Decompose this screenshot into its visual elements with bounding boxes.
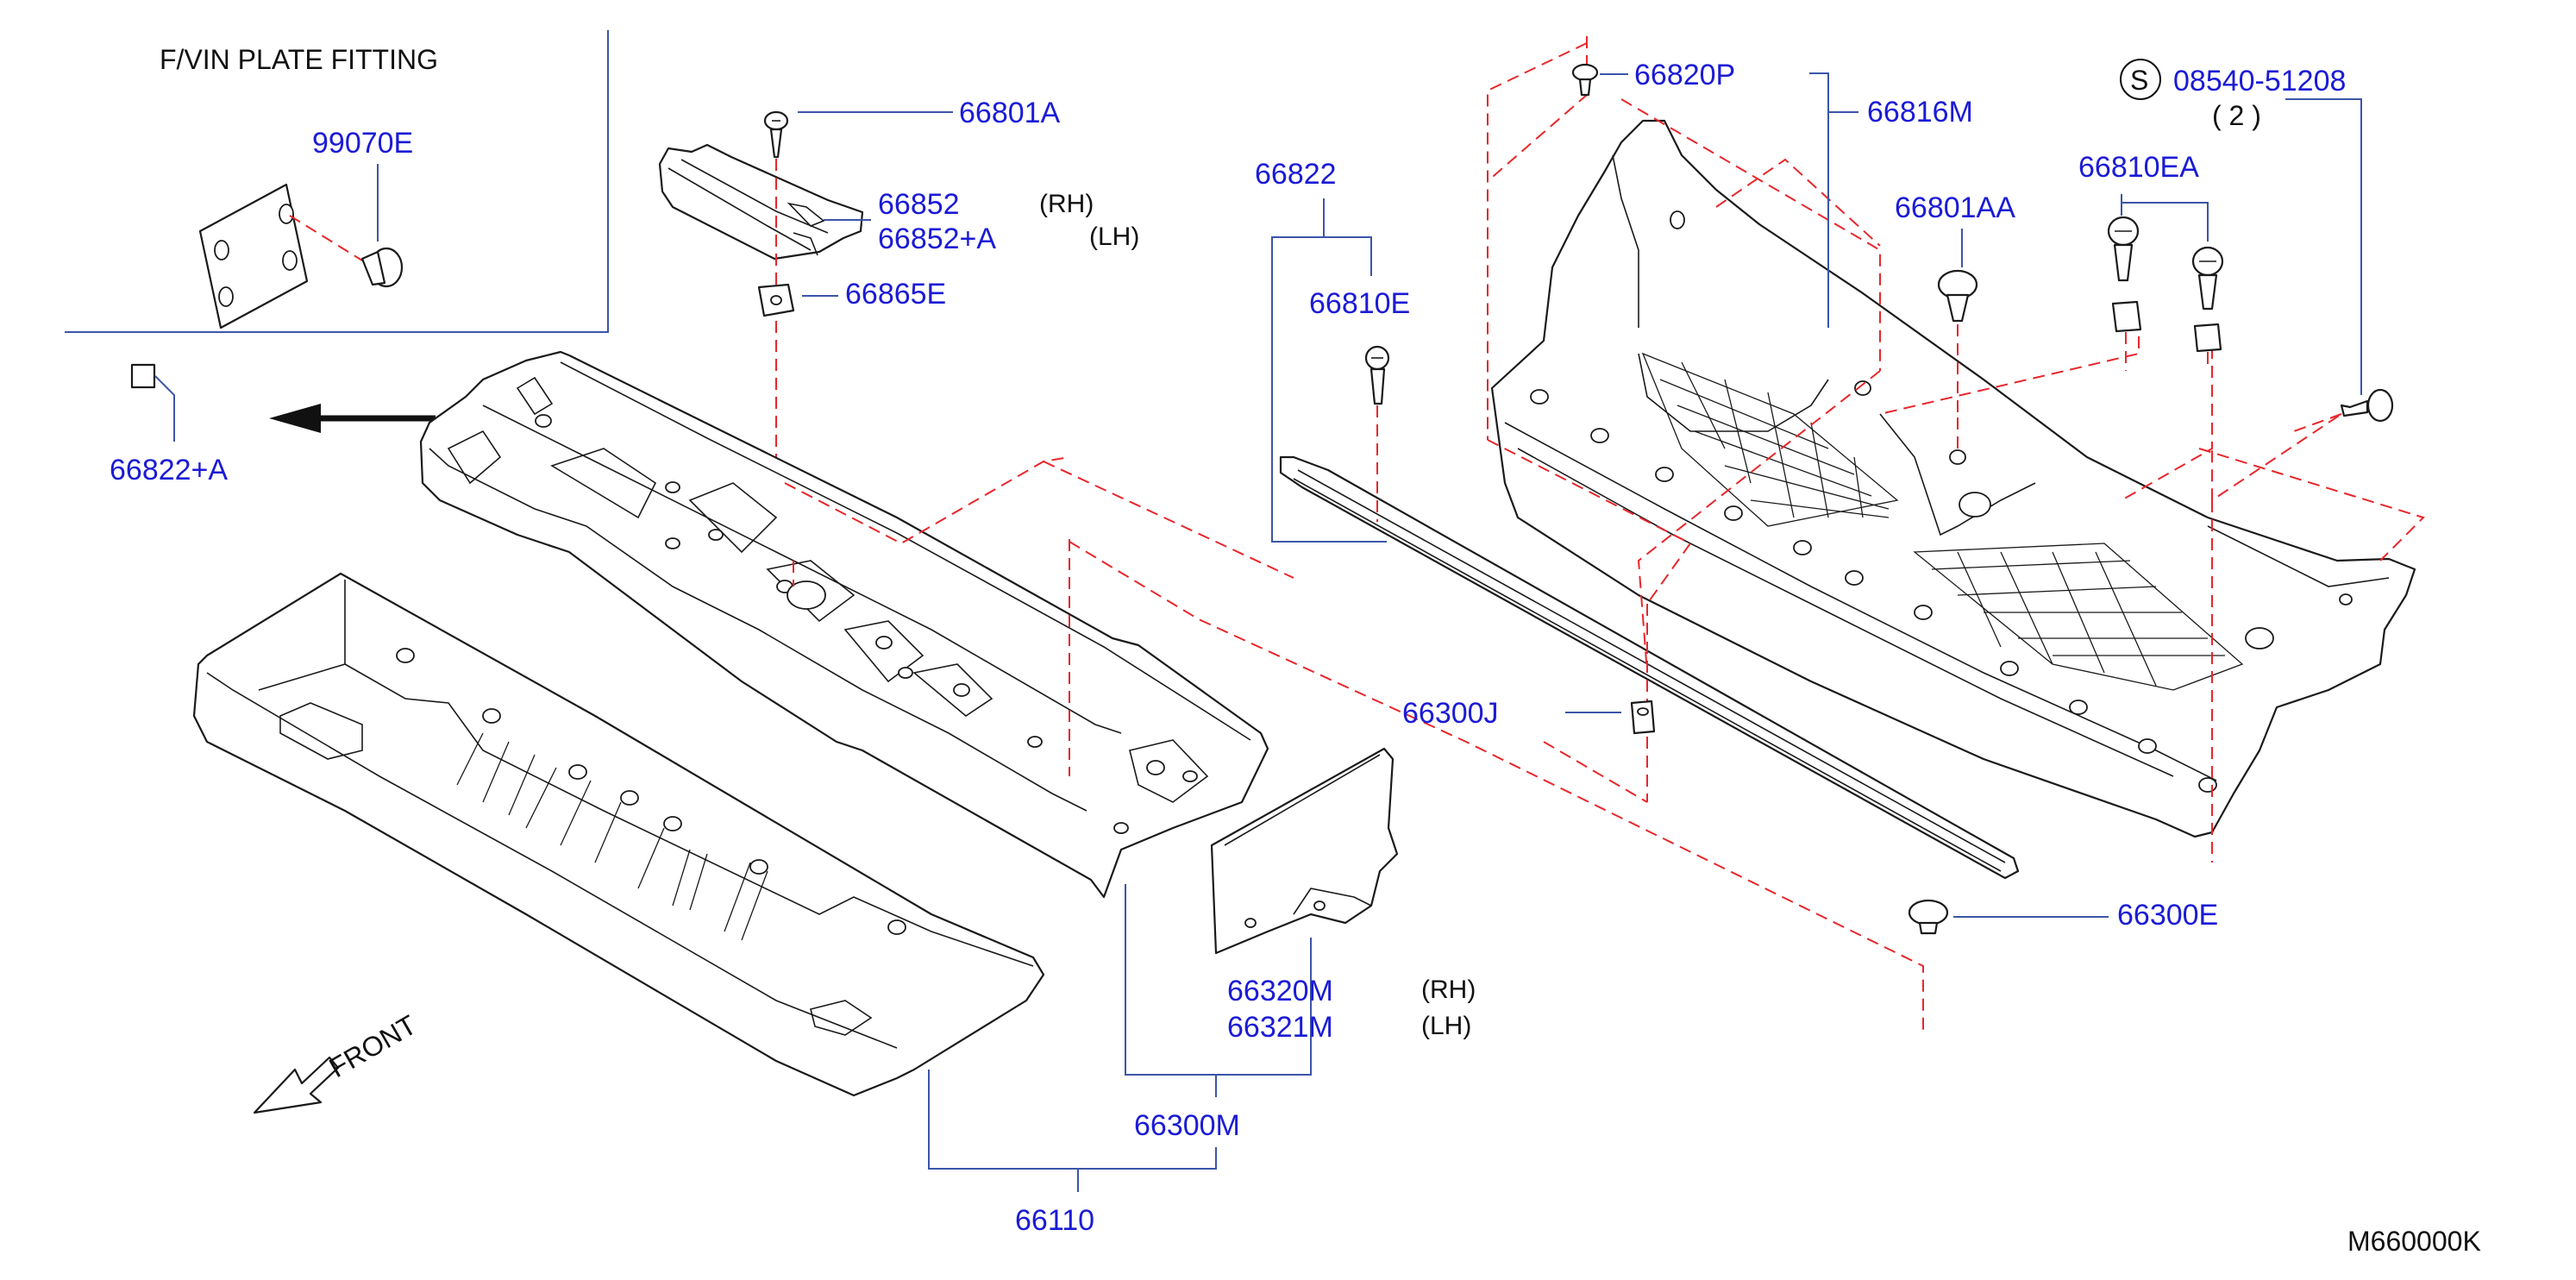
- bolt-08540-icon: [2340, 388, 2394, 423]
- callout-66300M[interactable]: 66300M: [1134, 1109, 1240, 1142]
- screw-66810EA-left-icon: [2107, 216, 2140, 282]
- symbol-s-group: S: [2120, 59, 2161, 100]
- screw-66810EA-right-icon: [2191, 246, 2224, 311]
- callout-66300E[interactable]: 66300E: [2117, 899, 2218, 932]
- clip-66810EA-right-icon: [2193, 323, 2222, 353]
- quantity-08540: ( 2 ): [2212, 100, 2261, 131]
- vin-plate-inset: F/VIN PLATE FITTING 99070E: [65, 30, 609, 333]
- callout-66110[interactable]: 66110: [1015, 1204, 1094, 1237]
- callout-99070E[interactable]: 99070E: [312, 127, 413, 160]
- callout-66801AA[interactable]: 66801AA: [1895, 191, 2015, 224]
- inset-title: F/VIN PLATE FITTING: [160, 44, 438, 75]
- callout-66822A-group: 66822+A: [110, 363, 436, 486]
- callout-66820P[interactable]: 66820P: [1634, 59, 1735, 91]
- callout-66822A[interactable]: 66822+A: [110, 454, 228, 486]
- side-rh-66320M: (RH): [1421, 976, 1476, 1004]
- rivet-99070E-icon: [360, 247, 404, 288]
- callout-66321M[interactable]: 66321M: [1227, 1011, 1333, 1044]
- callout-66320M[interactable]: 66320M: [1227, 975, 1333, 1007]
- cowl-top-cover-66816M: [1490, 119, 2416, 838]
- clip-66810EA-left-icon: [2111, 300, 2142, 333]
- callout-66810EA[interactable]: 66810EA: [2078, 151, 2199, 184]
- front-direction-indicator: FRONT: [253, 1009, 422, 1114]
- front-label: FRONT: [324, 1009, 422, 1083]
- seal-strip-66822: [1279, 455, 2020, 880]
- side-lh-66852: (LH): [1089, 223, 1139, 251]
- dash-upper-panel-66110: [192, 572, 1045, 1097]
- screw-66810E-icon: [1364, 345, 1390, 405]
- callout-08540-51208[interactable]: 08540-51208: [2173, 65, 2346, 97]
- callout-66822[interactable]: 66822: [1255, 158, 1337, 191]
- symbol-s: S: [2130, 65, 2148, 96]
- reference-square-icon: [130, 363, 156, 389]
- callout-66810E[interactable]: 66810E: [1309, 287, 1410, 320]
- s-circle-icon: [2120, 59, 2161, 100]
- push-clip-66820P-icon: [1571, 63, 1599, 97]
- side-rh-66852: (RH): [1039, 190, 1094, 218]
- arrow-left-icon: [269, 404, 321, 433]
- cowl-top-panel-upper: [419, 350, 1269, 899]
- callout-66300J[interactable]: 66300J: [1402, 697, 1499, 730]
- clip-66865E-icon: [757, 283, 795, 317]
- vin-plate-icon: [198, 183, 309, 329]
- callout-66852[interactable]: 66852: [878, 188, 960, 221]
- bracket-66852: [658, 143, 864, 260]
- diagram-code: M660000K: [2347, 1226, 2481, 1257]
- front-arrow-icon: [253, 1056, 340, 1114]
- grommet-66300E-icon: [1908, 899, 1949, 935]
- side-bracket-66320M: [1210, 747, 1399, 955]
- side-lh-66321M: (LH): [1421, 1012, 1471, 1040]
- callout-66865E[interactable]: 66865E: [845, 278, 946, 311]
- callout-66852A[interactable]: 66852+A: [878, 223, 996, 255]
- callout-66801A[interactable]: 66801A: [959, 97, 1061, 129]
- screw-66801A-icon: [763, 110, 789, 159]
- clip-66801AA-icon: [1937, 269, 1978, 323]
- callout-66816M[interactable]: 66816M: [1867, 96, 1973, 129]
- clip-66300J-icon: [1630, 700, 1656, 735]
